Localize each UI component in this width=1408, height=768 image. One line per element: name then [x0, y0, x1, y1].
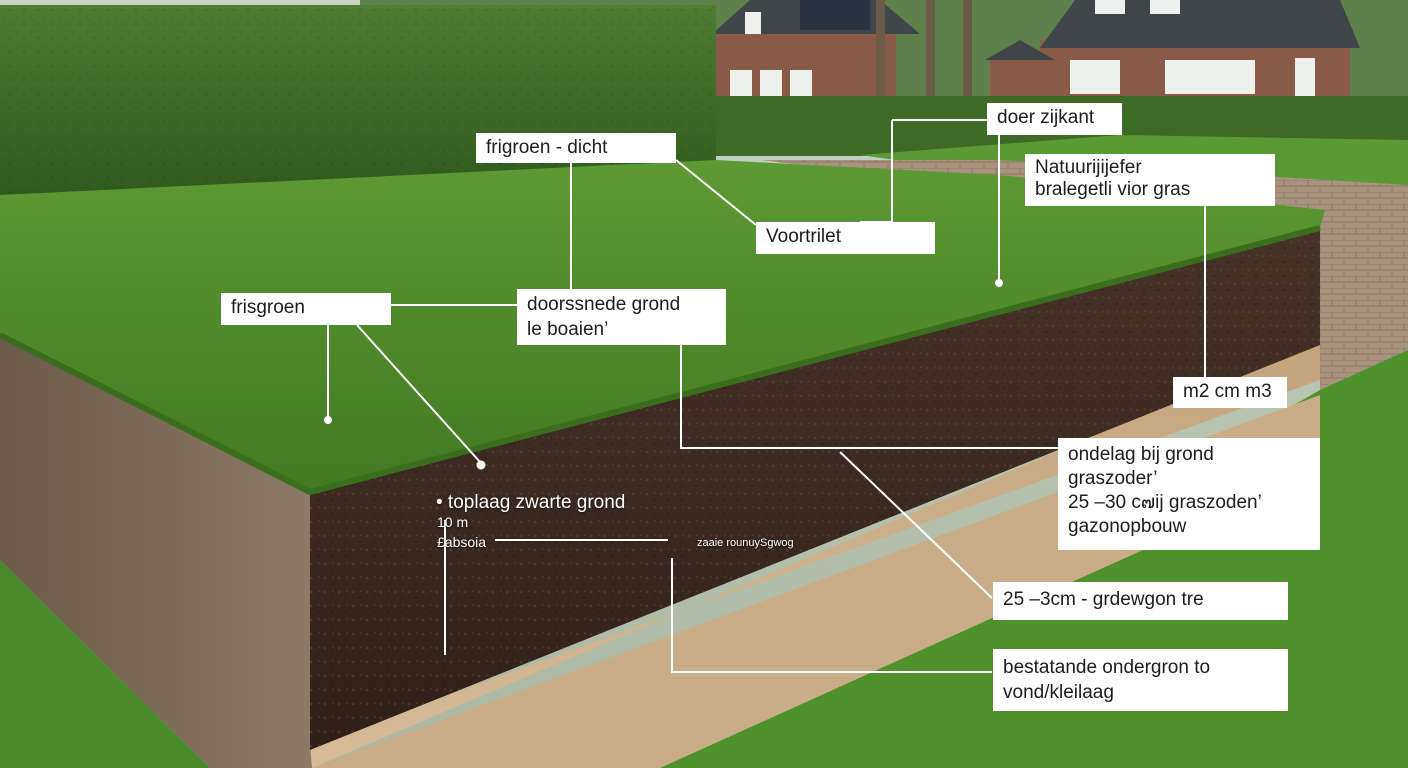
house-right [985, 0, 1360, 102]
label-m2cm: m2 cm m3 [1173, 377, 1287, 408]
label-bestaande: bestatande ondergron to vond/kleilaag [993, 649, 1288, 711]
annotation-zaaie: zaaie rounuySgwog [697, 537, 794, 549]
label-line: graszoder’ [1068, 468, 1158, 489]
leader-frigroen-voortrilet [675, 159, 757, 226]
label-voortrilet: Voortrilet [756, 222, 935, 254]
label-depth-range: 25 –3cm - grdewgon tre [993, 582, 1288, 620]
label-natuur: Natuurijijefer bralegetli vior gras [1025, 154, 1275, 206]
label-text: Voortrilet [766, 226, 841, 247]
label-line: 25 –30 c๗ij graszoden’ [1068, 492, 1262, 513]
grass-edge [0, 225, 1321, 496]
label-text: 25 –3cm - grdewgon tre [1003, 589, 1204, 610]
leader-frisgroen-diagonal [356, 324, 481, 463]
label-line: bestatande ondergron to [1003, 657, 1211, 678]
label-line: gazonopbouw [1068, 516, 1187, 537]
brick-path [760, 160, 1408, 390]
label-text: frigroen - dicht [486, 137, 608, 158]
leader-bestaande [671, 558, 992, 673]
label-line: bralegetli vior gras [1035, 179, 1191, 200]
leader-depth-range [839, 451, 993, 599]
leader-dots [324, 279, 1003, 470]
label-frisgroen: frisgroen [221, 293, 391, 325]
label-doorsnede: doorssnede grond le boaien’ [517, 289, 726, 345]
label-text: doer zijkant [997, 107, 1095, 128]
label-line: ondelag bij grond [1068, 444, 1214, 465]
label-line: vond/kleilaag [1003, 682, 1114, 703]
annotation-depth-a: 10 m [437, 514, 469, 530]
annotation-toplaag: • toplaag zwarte grond [436, 492, 626, 513]
label-doer-zijkant: doer zijkant [987, 103, 1122, 135]
house-left [712, 0, 920, 100]
label-ondelag: ondelag bij grond graszoder’ 25 –30 c๗ij… [1058, 438, 1320, 550]
label-text: frisgroen [231, 297, 305, 318]
label-line: le boaien’ [527, 319, 609, 340]
subsoil-layer [310, 340, 1320, 768]
label-frigroen-dicht: frigroen - dicht [476, 133, 676, 163]
leader-doorsnede-ondelag [680, 345, 1058, 449]
label-line: doorssnede grond [527, 294, 681, 315]
annotation-depth-b: £absoia [437, 534, 487, 550]
block-side-face [0, 335, 312, 768]
label-line: Natuurijijefer [1035, 157, 1142, 178]
label-text: m2 cm m3 [1183, 381, 1272, 402]
tree-trunks [876, 0, 972, 100]
